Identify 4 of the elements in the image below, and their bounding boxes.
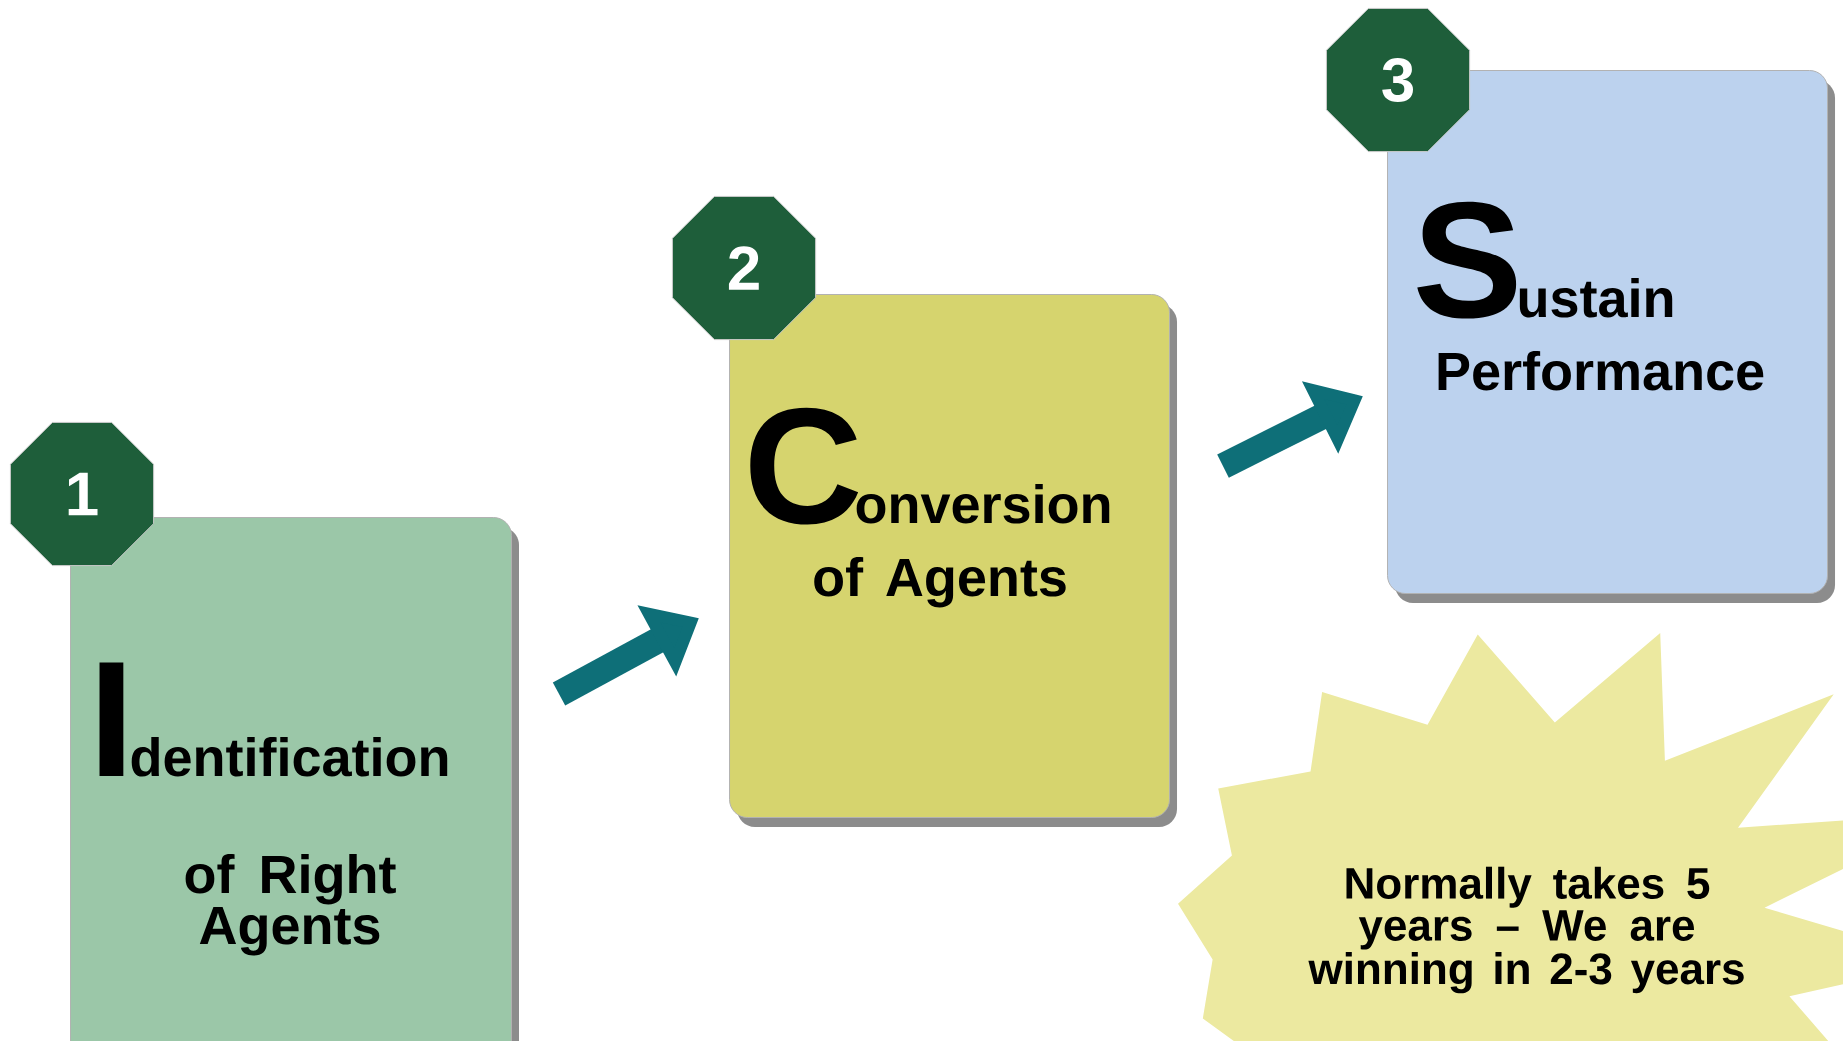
starburst: Normally takes 5 years – We are winning in 2-3 years <box>1178 632 1843 1041</box>
number-badge: 3 <box>1325 7 1471 153</box>
number-badge: 1 <box>9 421 155 567</box>
number-badge: 2 <box>671 195 817 341</box>
